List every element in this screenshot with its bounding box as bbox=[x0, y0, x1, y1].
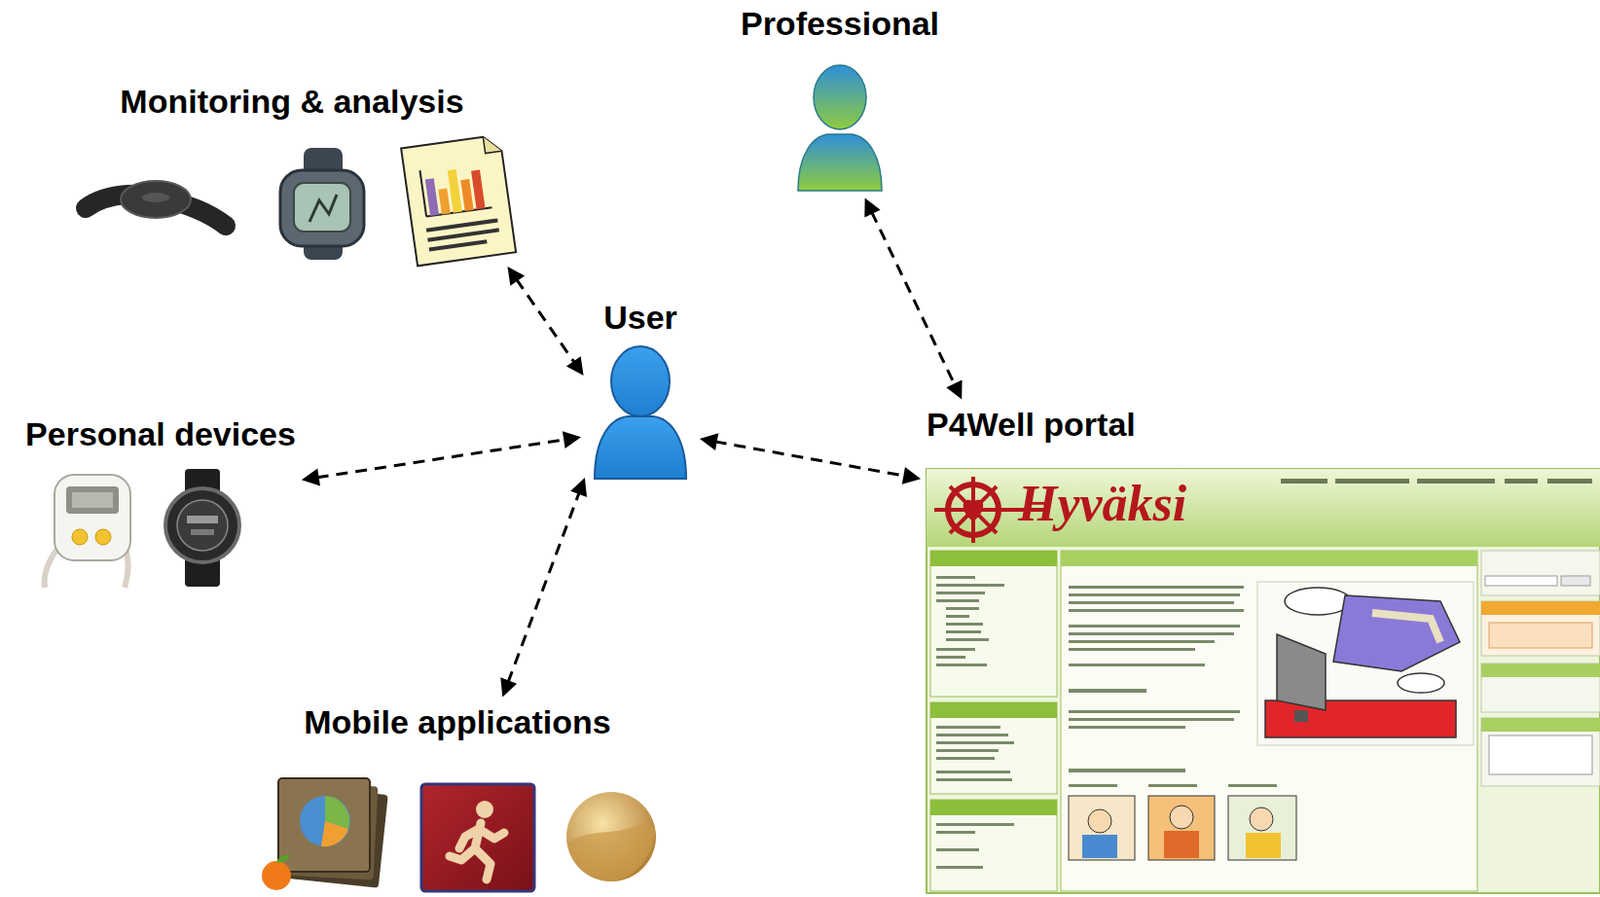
person-icon bbox=[594, 346, 687, 479]
dashed-connector bbox=[864, 197, 962, 400]
dashed-connector bbox=[699, 433, 921, 484]
group-node: Professional bbox=[740, 3, 940, 193]
group-label: Personal devices bbox=[25, 414, 296, 455]
dashed-connector bbox=[500, 477, 587, 697]
icon-area bbox=[68, 135, 516, 262]
icon-area bbox=[45, 468, 276, 590]
group-label: User bbox=[603, 297, 678, 338]
icon-area bbox=[926, 468, 1600, 893]
arrowhead bbox=[507, 266, 525, 287]
dashed-connector bbox=[301, 431, 582, 486]
arrowhead bbox=[699, 433, 719, 451]
books-app-icon bbox=[261, 778, 389, 891]
report-icon bbox=[400, 134, 516, 266]
icon-area bbox=[791, 61, 889, 193]
runner-app-icon bbox=[421, 784, 535, 892]
connector-line bbox=[516, 279, 576, 364]
group-label: Monitoring & analysis bbox=[119, 81, 464, 122]
connector-line bbox=[317, 439, 567, 478]
group-node: Mobile applications bbox=[253, 702, 662, 889]
chest-strap-icon bbox=[85, 181, 226, 226]
connector-line bbox=[715, 441, 907, 476]
arrowhead bbox=[570, 477, 587, 498]
group-label: P4Well portal bbox=[926, 404, 1136, 445]
logo-text: Hyväksi bbox=[1018, 474, 1187, 533]
arrowhead bbox=[562, 431, 582, 449]
sports-watch-icon bbox=[165, 469, 240, 587]
icon-area bbox=[253, 763, 662, 889]
arrowhead bbox=[945, 379, 962, 400]
pedometer-icon bbox=[44, 474, 131, 588]
arrowhead bbox=[500, 677, 517, 697]
group-node: User bbox=[586, 297, 694, 482]
arrowhead bbox=[566, 356, 584, 376]
arrowhead bbox=[902, 467, 921, 485]
person-icon bbox=[798, 65, 882, 191]
dashed-connector bbox=[507, 266, 583, 376]
arrowhead bbox=[301, 469, 321, 487]
icon-area bbox=[586, 345, 694, 482]
group-label: Professional bbox=[740, 3, 940, 44]
connector-line bbox=[508, 492, 580, 683]
arrowhead bbox=[864, 197, 880, 218]
orb-app-icon bbox=[566, 792, 656, 882]
watch-icon bbox=[280, 147, 364, 260]
group-label: Mobile applications bbox=[303, 702, 611, 743]
portal-screenshot bbox=[926, 469, 1600, 894]
group-node: Monitoring & analysis bbox=[68, 81, 516, 262]
group-node: Personal devices bbox=[25, 414, 296, 590]
connector-line bbox=[872, 212, 956, 386]
